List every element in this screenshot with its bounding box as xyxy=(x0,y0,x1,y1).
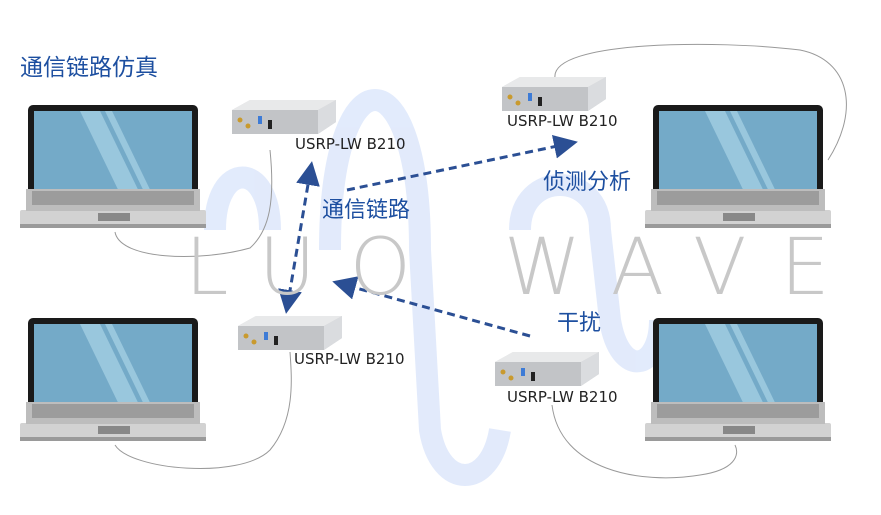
watermark-waves xyxy=(204,89,671,486)
title-simulation: 通信链路仿真 xyxy=(20,55,158,81)
laptop-icon xyxy=(645,318,831,441)
usrp-device-icon xyxy=(232,100,336,134)
usrp-device-icon xyxy=(495,352,599,386)
arrow-link-bidirectional xyxy=(278,161,320,314)
link-arrows xyxy=(278,134,578,338)
device-label: USRP-LW B210 xyxy=(507,112,618,130)
laptop-icon xyxy=(20,105,206,228)
device-label: USRP-LW B210 xyxy=(294,350,405,368)
usrp-device-icon xyxy=(238,316,342,350)
title-jamming: 干扰 xyxy=(557,311,602,336)
laptop-icon xyxy=(645,105,831,228)
watermark: LUO WAVE xyxy=(185,223,864,313)
arrow-jamming xyxy=(332,276,531,338)
device-label: USRP-LW B210 xyxy=(295,135,406,153)
usrp-device-icon xyxy=(502,77,606,111)
title-link: 通信链路 xyxy=(322,198,411,223)
device-label: USRP-LW B210 xyxy=(507,388,618,406)
laptop-icon xyxy=(20,318,206,441)
title-detection: 侦测分析 xyxy=(543,170,632,195)
cables xyxy=(114,43,847,479)
